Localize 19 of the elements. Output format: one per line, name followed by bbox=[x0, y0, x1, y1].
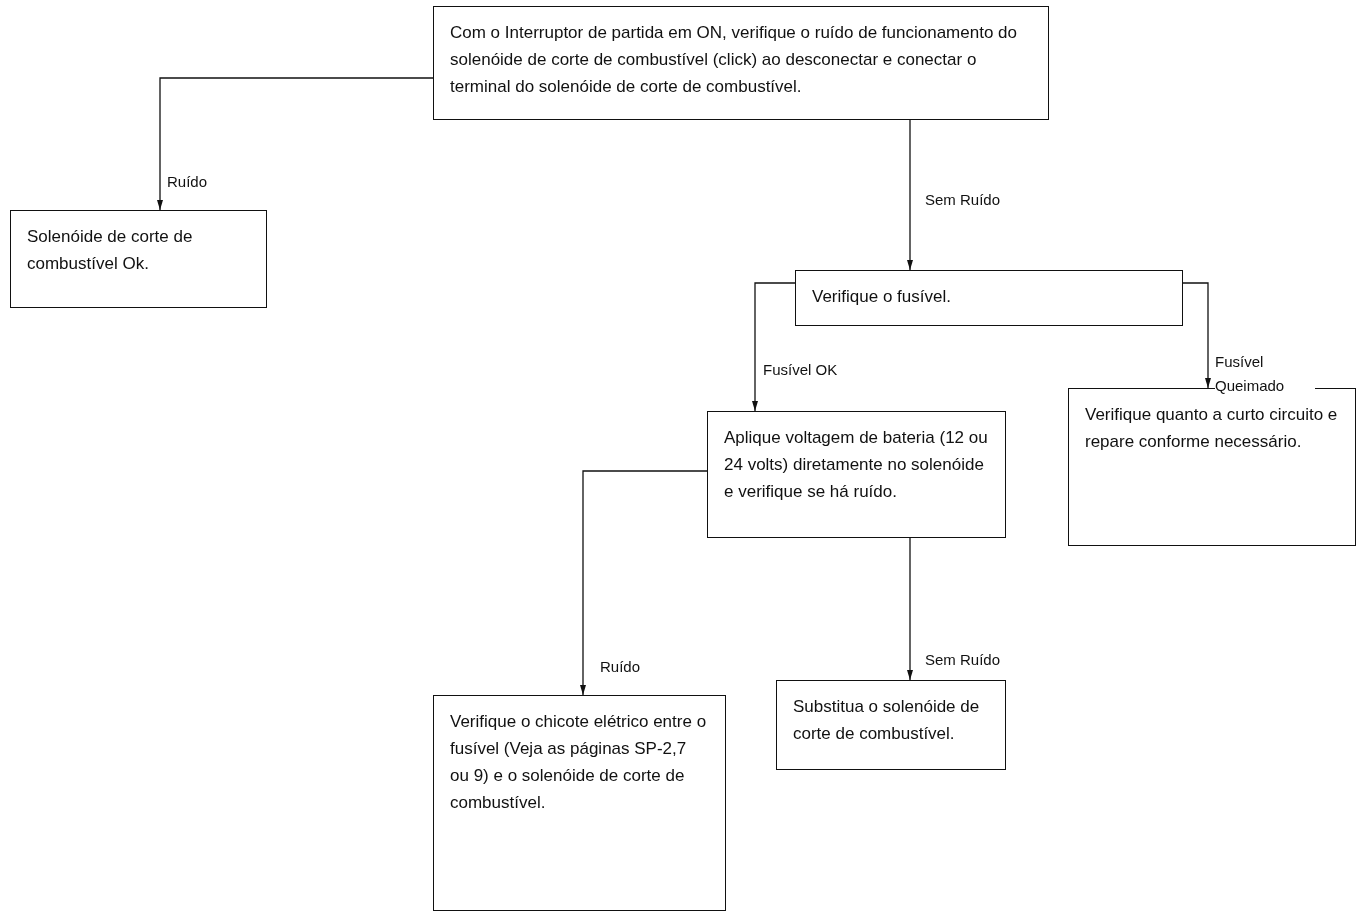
process-box bbox=[795, 270, 1183, 326]
process-box bbox=[433, 695, 726, 911]
box-text: Verifique quanto a curto circuito e repare conforme necessário. bbox=[1085, 404, 1339, 453]
box-text: Verifique o chicote elétrico entre o fusível (Veja as páginas SP-2,7 ou 9) e o solenóide de corte de combustível. bbox=[450, 711, 708, 814]
arrow bbox=[751, 282, 796, 412]
arrow bbox=[579, 470, 708, 696]
process-box bbox=[10, 210, 267, 308]
arrow bbox=[1182, 282, 1212, 389]
box-text: Aplique voltagem de bateria (12 ou 24 volts) diretamente no solenóide e verifique se há ruído. bbox=[724, 427, 989, 503]
arrow bbox=[156, 77, 434, 211]
process-box bbox=[707, 411, 1006, 538]
box-text: Com o Interruptor de partida em ON, verifique o ruído de funcionamento do solenóide de corte de combustível (click) ao desconectar e conectar o terminal do solenóide de corte de combustível. bbox=[450, 22, 1018, 98]
arrow bbox=[906, 119, 914, 271]
box-text: Substitua o solenóide de corte de combustível. bbox=[793, 696, 981, 745]
process-box bbox=[433, 6, 1049, 120]
arrow bbox=[906, 537, 914, 681]
box-text: Solenóide de corte de combustível Ok. bbox=[27, 226, 194, 275]
box-text: Verifique o fusível. bbox=[812, 286, 952, 308]
process-box bbox=[776, 680, 1006, 770]
